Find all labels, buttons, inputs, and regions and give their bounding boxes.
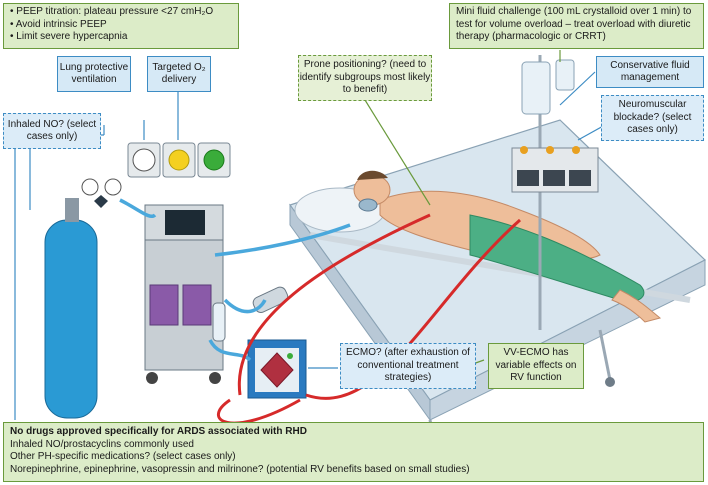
conservative-fluid-label: Conservative fluid management [610,59,690,84]
prone-positioning-box: Prone positioning? (need to identify sub… [298,55,432,101]
patient [353,170,662,323]
vv-ecmo-box: VV-ECMO has variable effects on RV funct… [488,343,584,389]
inhaled-no-box: Inhaled NO? (select cases only) [3,113,101,149]
side-filter [212,302,226,342]
vv-ecmo-label: VV-ECMO has variable effects on RV funct… [495,347,577,384]
peep-item-intrinsic: Avoid intrinsic PEEP [10,19,232,32]
ventilator-tubing [119,198,351,362]
inhaled-no-label: Inhaled NO? (select cases only) [7,118,97,143]
peep-item-plateau: PEEP titration: plateau pressure <27 cmH… [10,6,232,19]
neuromuscular-box: Neuromuscular blockade? (select cases on… [601,95,704,141]
targeted-o2-box: Targeted O₂ delivery [147,56,211,92]
neuromuscular-label: Neuromuscular blockade? (select cases on… [613,99,692,136]
ventilator [127,142,231,384]
peep-box: PEEP titration: plateau pressure <27 cmH… [3,3,239,49]
mini-fluid-box: Mini fluid challenge (100 mL crystalloid… [449,3,704,49]
targeted-o2-label: Targeted O₂ delivery [152,61,206,86]
drugs-title: No drugs approved specifically for ARDS … [10,426,307,437]
lung-protective-box: Lung protective ventilation [57,56,131,92]
prone-positioning-label: Prone positioning? (need to identify sub… [299,59,431,96]
conservative-fluid-box: Conservative fluid management [596,56,704,88]
drugs-line-inhaled: Inhaled NO/prostacyclins commonly used [10,438,194,450]
peep-item-hypercapnia: Limit severe hypercapnia [10,31,232,44]
ecmo-question-box: ECMO? (after exhaustion of conventional … [340,343,476,389]
iv-pole [511,55,599,330]
drugs-box: No drugs approved specifically for ARDS … [3,422,704,482]
drugs-line-ph: Other PH-specific medications? (select c… [10,451,236,462]
gas-cylinder [44,178,122,419]
ecmo-device [247,339,307,399]
mini-fluid-label: Mini fluid challenge (100 mL crystalloid… [456,6,692,42]
drugs-line-vasoactive: Norepinephrine, epinephrine, vasopressin… [10,463,470,475]
lung-protective-label: Lung protective ventilation [59,61,129,86]
ecmo-question-label: ECMO? (after exhaustion of conventional … [346,347,470,384]
